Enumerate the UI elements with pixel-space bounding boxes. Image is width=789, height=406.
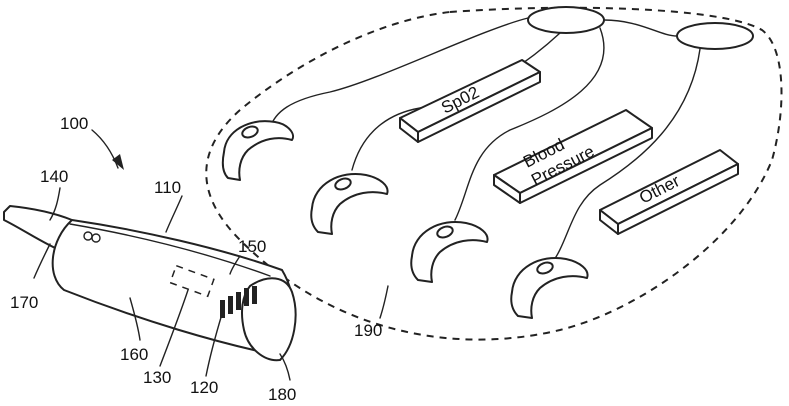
other-module: Other: [600, 150, 738, 234]
ref-100: 100: [60, 114, 88, 133]
ref-110: 110: [154, 178, 181, 197]
ref-150: 150: [238, 237, 266, 256]
ref-180: 180: [268, 385, 296, 404]
ref-170: 170: [10, 293, 38, 312]
ref-160: 160: [120, 345, 148, 364]
spo2-module: Sp02: [400, 60, 540, 142]
cable-main: [604, 20, 677, 36]
ref-140: 140: [40, 167, 68, 186]
reference-arrow: [92, 130, 118, 168]
sensor-cuff-2: [311, 174, 387, 234]
sensor-cuff-1: [223, 121, 293, 180]
ref-130: 130: [143, 368, 171, 387]
ref-190: 190: [354, 321, 382, 340]
cable-oval-right: [677, 23, 753, 49]
sensor-cuff-4: [511, 258, 587, 318]
sensor-cuff-3: [411, 222, 487, 282]
ref-120: 120: [190, 378, 218, 397]
cable-to-cuff-1: [270, 18, 528, 128]
handheld-device: [4, 206, 296, 360]
blood-pressure-module: Blood Pressure: [494, 110, 652, 203]
cable-oval-left: [528, 7, 604, 33]
